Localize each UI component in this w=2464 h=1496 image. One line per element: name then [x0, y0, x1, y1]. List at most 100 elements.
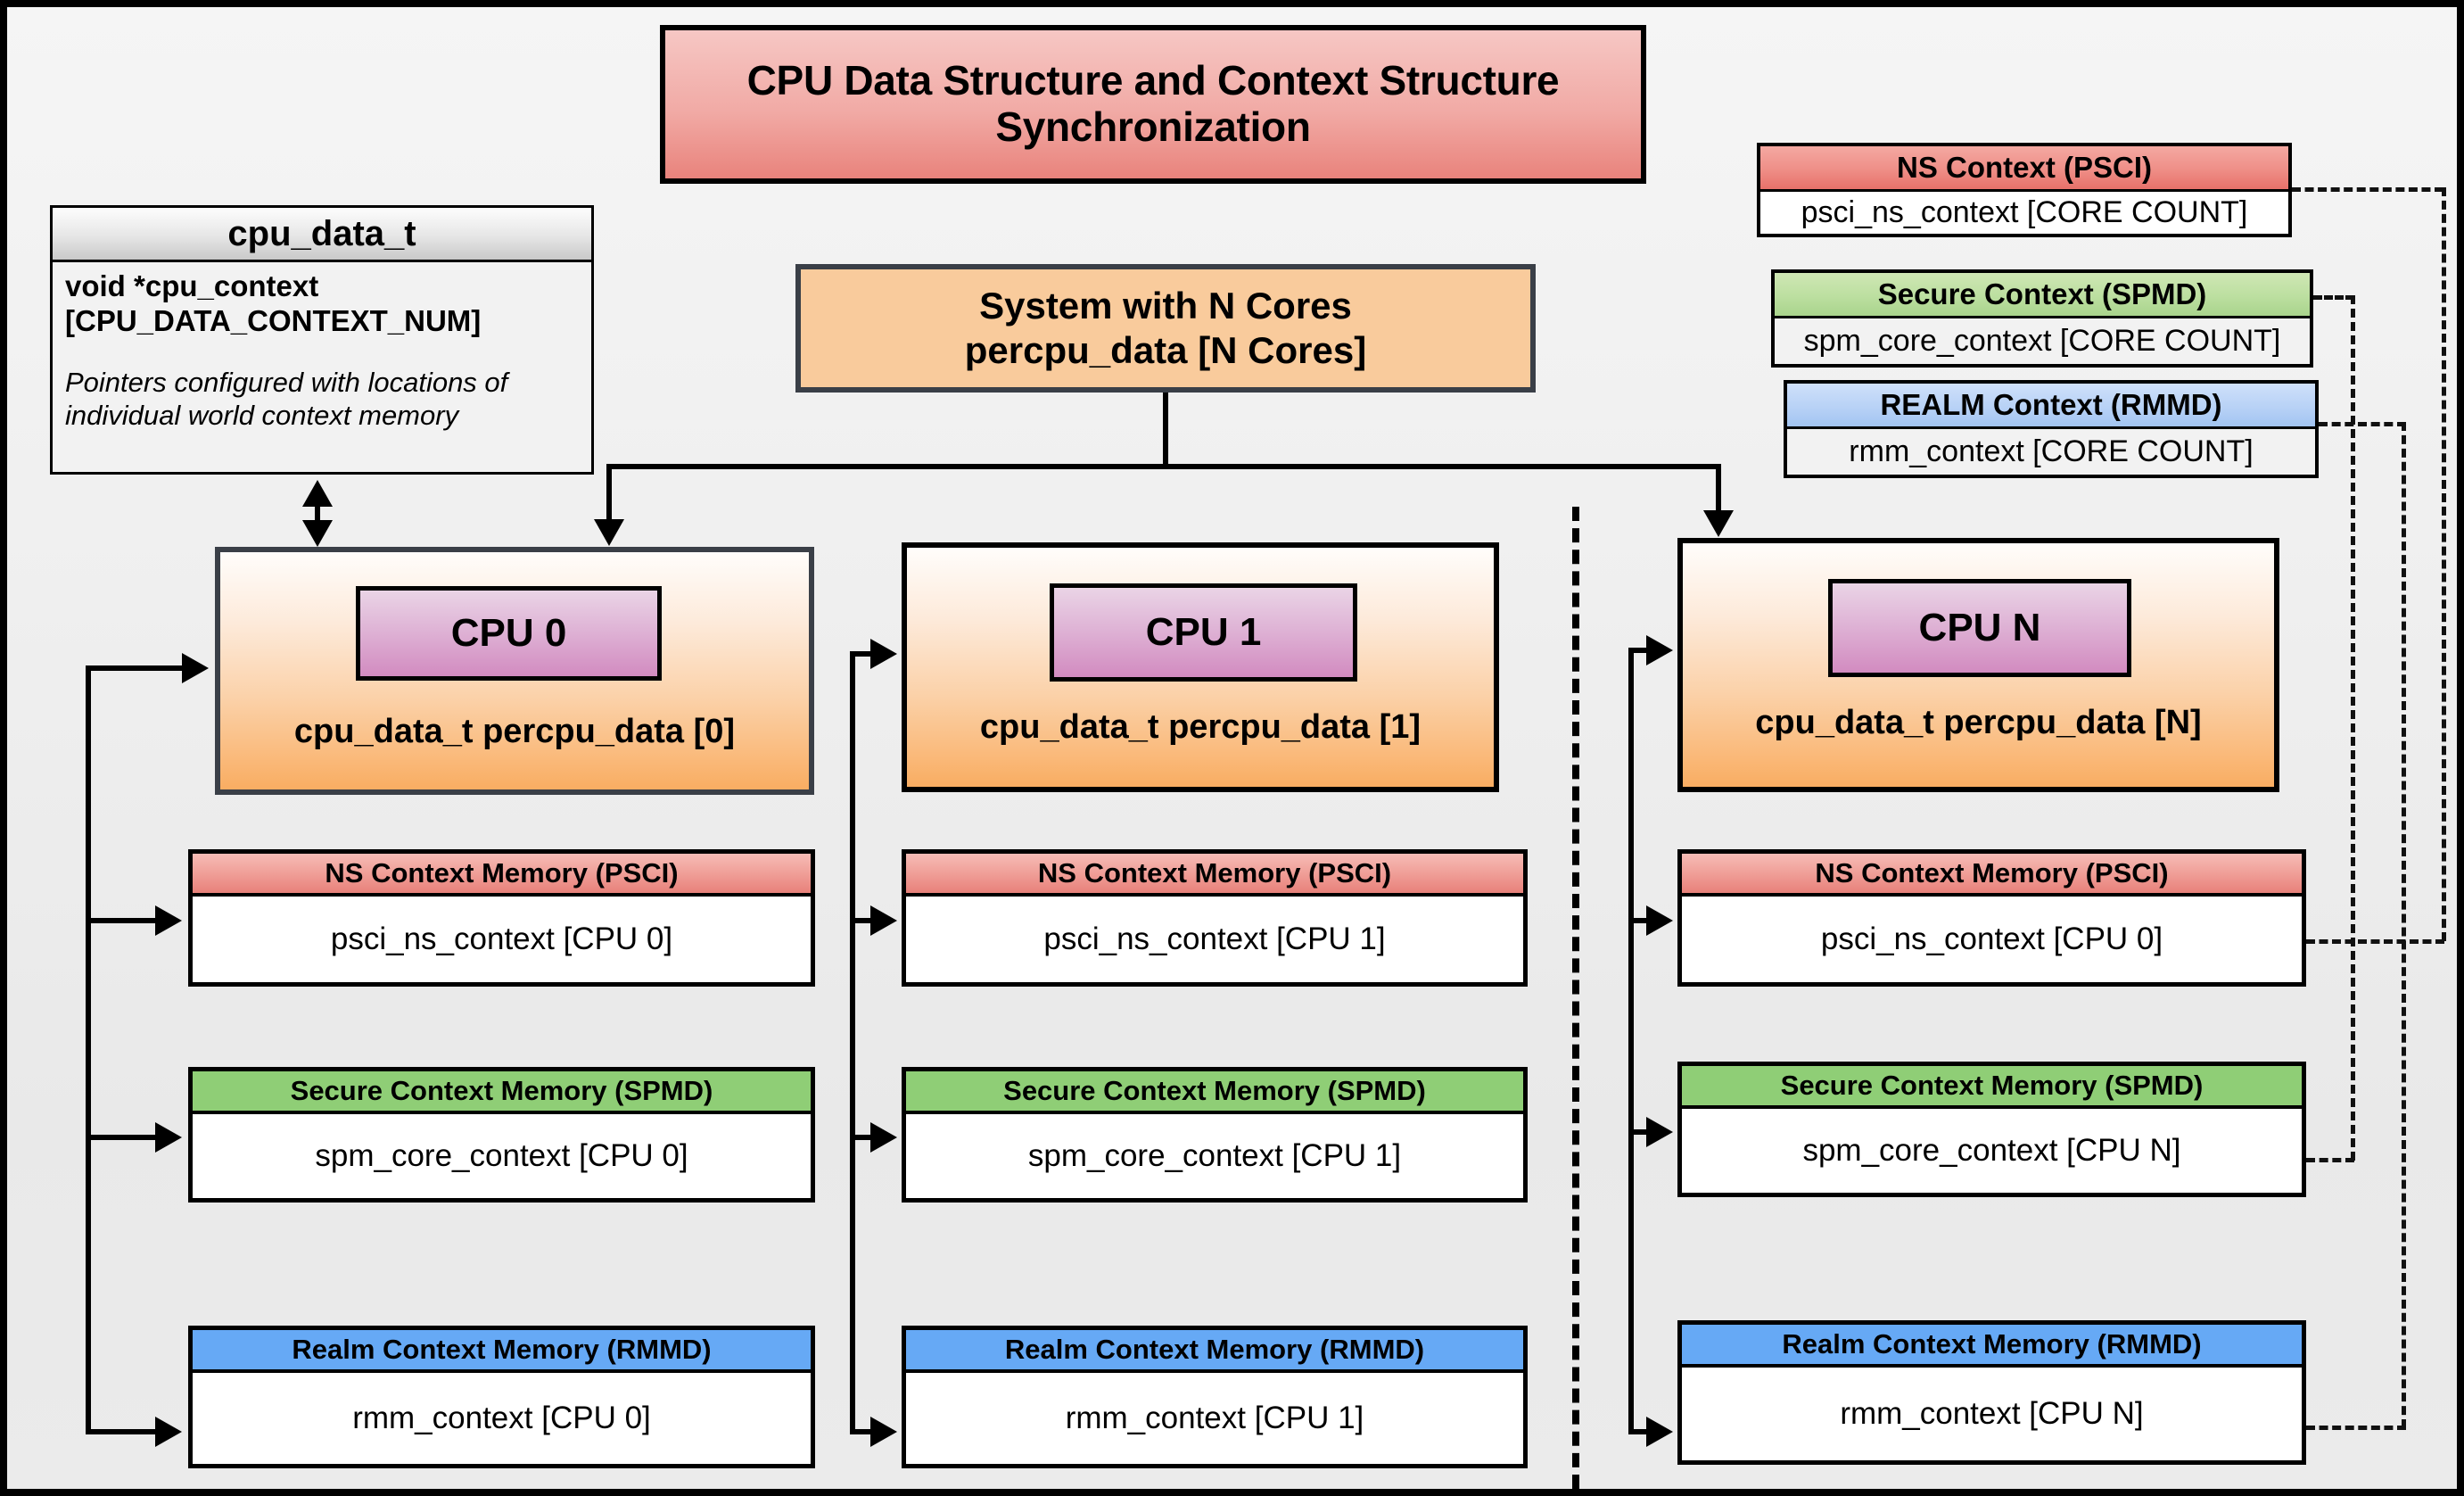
- memory-box-cpun-secure-header: Secure Context Memory (SPMD): [1682, 1066, 2302, 1109]
- branch-arrow-cpun: [1703, 510, 1734, 537]
- global-context-realm-value: rmm_context [CORE COUNT]: [1849, 434, 2254, 468]
- cpun-bus-to-block: [1628, 648, 1653, 653]
- memory-box-cpu1-secure-value: spm_core_context [CPU 1]: [1027, 1138, 1402, 1173]
- cpu-chip-0: CPU 0: [356, 586, 662, 681]
- cpu0-arrow-ns: [155, 905, 182, 936]
- cpu0-bus-to-realm: [86, 1429, 162, 1434]
- cpu0-bus-to-block: [86, 665, 189, 671]
- cpu0-arrow-secure: [155, 1122, 182, 1153]
- cpu-chip-n: CPU N: [1828, 579, 2131, 677]
- dash-ns-right: [2442, 187, 2446, 941]
- cpu1-arrow-secure: [870, 1122, 897, 1153]
- memory-box-cpu0-secure-header: Secure Context Memory (SPMD): [193, 1071, 811, 1114]
- system-box: System with N Cores percpu_data [N Cores…: [795, 264, 1536, 393]
- diagram-title-text: CPU Data Structure and Context Structure…: [746, 57, 1560, 150]
- cpu-data-link-arrow-down: [302, 520, 333, 547]
- global-context-ns-header: NS Context (PSCI): [1760, 146, 2288, 192]
- diagram-title: CPU Data Structure and Context Structure…: [660, 25, 1646, 184]
- memory-box-cpu0-ns-value: psci_ns_context [CPU 0]: [330, 922, 673, 956]
- cpu1-arrow-ns: [870, 905, 897, 936]
- global-context-ns-value: psci_ns_context [CORE COUNT]: [1760, 192, 2288, 234]
- system-line-2: percpu_data [N Cores]: [964, 329, 1367, 371]
- system-box-text: System with N Cores percpu_data [N Cores…: [965, 284, 1366, 372]
- memory-box-cpu1-ns-value: psci_ns_context [CPU 1]: [1043, 922, 1386, 956]
- cpun-bus-to-ns: [1628, 918, 1653, 923]
- memory-box-cpu0-ns-header: NS Context Memory (PSCI): [193, 854, 811, 897]
- cpun-arrow-realm: [1646, 1417, 1673, 1447]
- system-trunk-line: [1163, 393, 1168, 469]
- system-bus-line: [606, 464, 1721, 469]
- dash-ns-top: [2292, 187, 2443, 192]
- cpu-caption-1: cpu_data_t percpu_data [1]: [979, 708, 1422, 746]
- cpu1-bus-to-realm: [850, 1429, 877, 1434]
- memory-box-cpun-ns-value: psci_ns_context [CPU 0]: [1820, 922, 2163, 956]
- cpu1-arrow-realm: [870, 1417, 897, 1447]
- cpu-block-n: CPU N cpu_data_t percpu_data [N]: [1677, 538, 2279, 792]
- memory-box-cpu0-secure-value: spm_core_context [CPU 0]: [315, 1138, 688, 1173]
- memory-box-cpu0-realm: Realm Context Memory (RMMD) rmm_context …: [188, 1326, 815, 1468]
- cpu-data-link-dash: [315, 505, 320, 525]
- cpu-block-0: CPU 0 cpu_data_t percpu_data [0]: [215, 547, 814, 795]
- memory-box-cpu0-realm-value: rmm_context [CPU 0]: [352, 1401, 651, 1435]
- cpu-data-t-struct: cpu_data_t void *cpu_context [CPU_DATA_C…: [50, 205, 594, 475]
- diagram-canvas: CPU Data Structure and Context Structure…: [7, 7, 2457, 1489]
- dash-realm-top: [2319, 422, 2406, 426]
- cpu1-bus-to-block: [850, 651, 877, 657]
- cpun-bus-to-secure: [1628, 1129, 1653, 1135]
- memory-box-cpu0-secure: Secure Context Memory (SPMD) spm_core_co…: [188, 1067, 815, 1203]
- memory-box-cpu1-realm-header: Realm Context Memory (RMMD): [906, 1330, 1523, 1373]
- dash-realm-bottom: [2306, 1426, 2406, 1430]
- dash-secure-top: [2313, 295, 2354, 300]
- cpu-caption-0: cpu_data_t percpu_data [0]: [293, 713, 736, 750]
- dash-secure-bottom: [2306, 1158, 2354, 1162]
- cpu-chip-1: CPU 1: [1050, 583, 1357, 682]
- memory-box-cpu1-realm: Realm Context Memory (RMMD) rmm_context …: [902, 1326, 1528, 1468]
- memory-box-cpu1-ns-header: NS Context Memory (PSCI): [906, 854, 1523, 897]
- cpu-block-1: CPU 1 cpu_data_t percpu_data [1]: [902, 542, 1499, 792]
- cpun-arrow-block: [1646, 635, 1673, 665]
- cpu1-bus-to-secure: [850, 1135, 877, 1140]
- global-context-realm-header: REALM Context (RMMD): [1787, 384, 2315, 429]
- memory-box-cpu0-ns: NS Context Memory (PSCI) psci_ns_context…: [188, 849, 815, 987]
- memory-box-cpun-ns-header: NS Context Memory (PSCI): [1682, 854, 2302, 897]
- cpu-data-t-struct-name: cpu_data_t: [53, 208, 591, 262]
- memory-box-cpun-realm-value: rmm_context [CPU N]: [1840, 1396, 2144, 1431]
- memory-box-cpu0-realm-header: Realm Context Memory (RMMD): [193, 1330, 811, 1373]
- cpu-data-t-field: void *cpu_context [CPU_DATA_CONTEXT_NUM]: [65, 269, 482, 337]
- dash-realm-right: [2402, 422, 2406, 1428]
- cpu-data-t-note: Pointers configured with locations of in…: [65, 366, 508, 432]
- cpu0-bus-line: [86, 665, 91, 1434]
- global-context-secure: Secure Context (SPMD) spm_core_context […: [1771, 269, 2313, 368]
- global-context-realm: REALM Context (RMMD) rmm_context [CORE C…: [1784, 380, 2319, 478]
- cpu-data-t-struct-body: void *cpu_context [CPU_DATA_CONTEXT_NUM]…: [53, 262, 591, 432]
- cpun-arrow-ns: [1646, 905, 1673, 936]
- memory-box-cpun-ns: NS Context Memory (PSCI) psci_ns_context…: [1677, 849, 2306, 987]
- memory-box-cpun-realm-header: Realm Context Memory (RMMD): [1682, 1325, 2302, 1368]
- dash-ns-bottom: [2306, 939, 2444, 944]
- memory-box-cpun-realm: Realm Context Memory (RMMD) rmm_context …: [1677, 1320, 2306, 1465]
- cpu1-bus-to-ns: [850, 918, 877, 923]
- cpu0-bus-to-ns: [86, 918, 162, 923]
- memory-box-cpu1-ns: NS Context Memory (PSCI) psci_ns_context…: [902, 849, 1528, 987]
- global-context-secure-header: Secure Context (SPMD): [1775, 273, 2310, 318]
- cpu0-arrow-block: [182, 653, 209, 683]
- memory-box-cpun-secure-value: spm_core_context [CPU N]: [1802, 1133, 2181, 1168]
- column-separator: [1572, 507, 1579, 1489]
- global-context-secure-value: spm_core_context [CORE COUNT]: [1803, 324, 2281, 358]
- cpun-arrow-secure: [1646, 1117, 1673, 1147]
- branch-line-cpu0: [606, 464, 612, 523]
- cpu-data-link-arrow-up: [302, 480, 333, 507]
- global-context-ns: NS Context (PSCI) psci_ns_context [CORE …: [1757, 143, 2292, 237]
- cpu-caption-n: cpu_data_t percpu_data [N]: [1755, 704, 2202, 741]
- cpu0-bus-to-secure: [86, 1135, 162, 1140]
- cpun-bus-line: [1628, 648, 1634, 1434]
- memory-box-cpu1-secure: Secure Context Memory (SPMD) spm_core_co…: [902, 1067, 1528, 1203]
- dash-secure-right: [2351, 295, 2355, 1161]
- branch-line-cpun: [1716, 464, 1721, 514]
- memory-box-cpun-secure: Secure Context Memory (SPMD) spm_core_co…: [1677, 1062, 2306, 1197]
- cpu1-bus-line: [850, 651, 855, 1434]
- memory-box-cpu1-secure-header: Secure Context Memory (SPMD): [906, 1071, 1523, 1114]
- system-line-1: System with N Cores: [979, 285, 1352, 327]
- cpu1-arrow-block: [870, 639, 897, 669]
